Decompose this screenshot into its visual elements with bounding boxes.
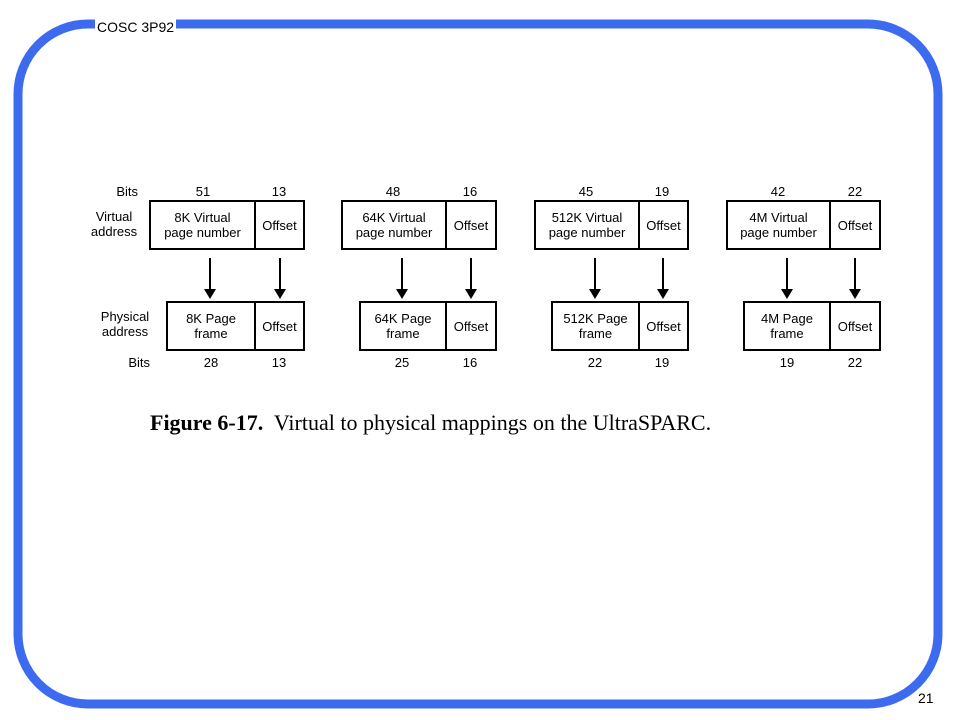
virtual-offset-bits: 19 (654, 184, 670, 199)
virtual-offset-box: Offset (445, 200, 497, 250)
box-text-line2: page number (355, 225, 433, 240)
bits-label-bottom: Bits (128, 355, 150, 370)
box-text-line1: 512K Virtual (551, 210, 623, 225)
physical-offset-bits: 13 (271, 355, 287, 370)
bits-label-top: Bits (116, 184, 138, 199)
box-text-line1: 64K Virtual (362, 210, 426, 225)
page-arrow (204, 258, 216, 299)
physical-offset-box: Offset (638, 301, 689, 351)
box-text-line1: 8K Page (186, 311, 236, 326)
virtual-page-bits: 45 (578, 184, 594, 199)
physical-offset-bits: 19 (654, 355, 670, 370)
page-arrow (589, 258, 601, 299)
box-text-line1: 64K Page (374, 311, 432, 326)
virtual-offset-box: Offset (254, 200, 305, 250)
virtual-address-label: Virtual address (86, 209, 142, 239)
virtual-offset-bits: 13 (271, 184, 287, 199)
physical-page-bits: 28 (203, 355, 219, 370)
box-text-line2: frame (578, 326, 613, 341)
box-text-line2: page number (164, 225, 241, 240)
virtual-page-bits: 42 (770, 184, 786, 199)
physical-offset-bits: 16 (462, 355, 478, 370)
slide-number: 21 (918, 690, 934, 706)
virtual-label-line2: address (90, 224, 138, 239)
physical-offset-box: Offset (829, 301, 881, 351)
box-text-line2: frame (194, 326, 228, 341)
box-text-line1: 4M Virtual (749, 210, 808, 225)
box-text-line2: frame (386, 326, 420, 341)
virtual-offset-box: Offset (829, 200, 881, 250)
course-title: COSC 3P92 (95, 19, 177, 35)
box-text-line1: 4M Page (760, 311, 814, 326)
virtual-page-bits: 51 (195, 184, 211, 199)
physical-page-bits: 25 (394, 355, 410, 370)
offset-arrow (274, 258, 286, 299)
virtual-offset-box: Offset (638, 200, 689, 250)
physical-offset-bits: 22 (847, 355, 863, 370)
box-text-line1: 512K Page (563, 311, 628, 326)
box-text-line2: page number (548, 225, 626, 240)
physical-address-label: Physical address (94, 309, 156, 339)
virtual-offset-bits: 22 (847, 184, 863, 199)
figure-caption: Figure 6-17. Virtual to physical mapping… (150, 410, 711, 436)
offset-arrow (465, 258, 477, 299)
figure-caption-text: Virtual to physical mappings on the Ultr… (273, 410, 712, 435)
box-text-line1: 8K Virtual (174, 210, 231, 225)
physical-offset-box: Offset (445, 301, 497, 351)
physical-label-line2: address (101, 324, 149, 339)
figure-label: Figure 6-17. (150, 410, 264, 435)
page-arrow (396, 258, 408, 299)
physical-offset-box: Offset (254, 301, 305, 351)
physical-label-line1: Physical (100, 309, 150, 324)
offset-arrow (849, 258, 861, 299)
physical-page-bits: 19 (779, 355, 795, 370)
virtual-label-line1: Virtual (95, 209, 133, 224)
offset-arrow (657, 258, 669, 299)
box-text-line2: page number (740, 225, 817, 240)
page-arrow (781, 258, 793, 299)
virtual-offset-bits: 16 (462, 184, 478, 199)
box-text-line2: frame (770, 326, 804, 341)
virtual-page-bits: 48 (385, 184, 401, 199)
physical-page-bits: 22 (587, 355, 603, 370)
